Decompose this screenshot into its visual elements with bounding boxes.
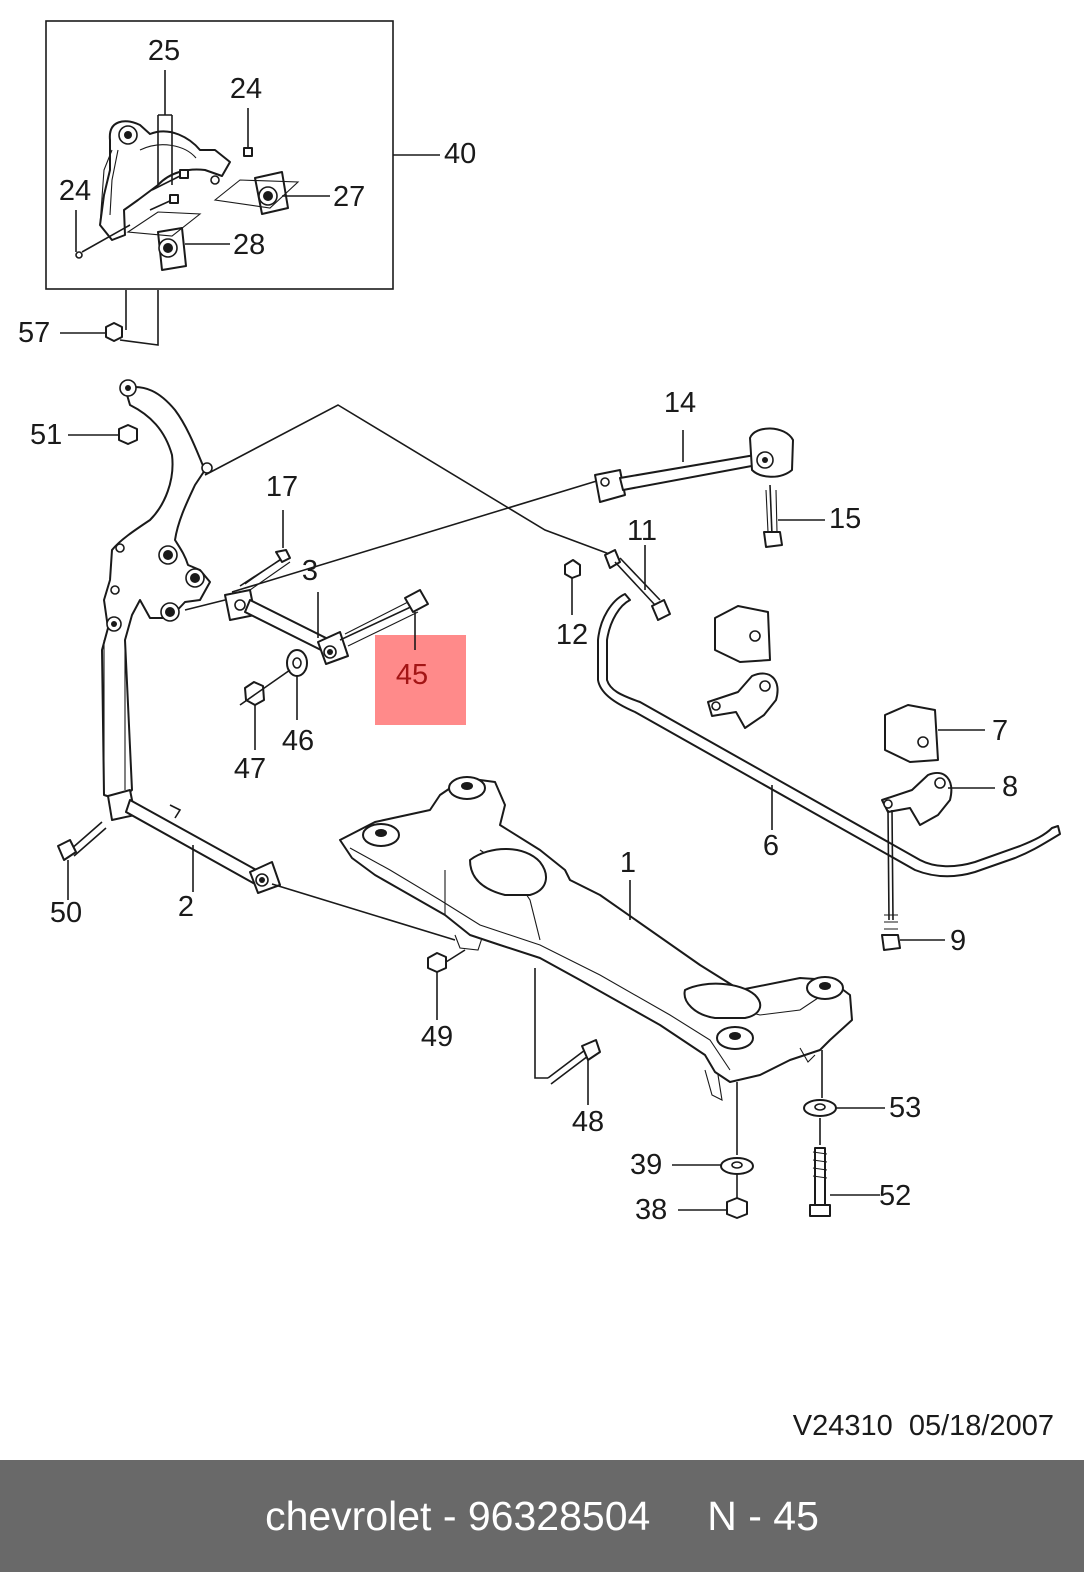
- crossmember-1: [339, 776, 853, 1101]
- nut-49: [427, 949, 466, 1020]
- nut-38: [678, 1174, 748, 1219]
- label-8: 8: [1002, 771, 1018, 803]
- label-50: 50: [50, 897, 82, 929]
- label-48: 48: [572, 1106, 604, 1138]
- bracket-upper: [707, 672, 779, 729]
- parts-diagram: 25 24 24 40 27 28 57 51 17 3 14 15 11 12…: [18, 20, 1061, 1226]
- label-12: 12: [556, 619, 588, 651]
- bushing-7: [884, 704, 985, 763]
- label-38: 38: [635, 1194, 667, 1226]
- label-45: 45: [396, 659, 428, 691]
- bushing-upper: [714, 605, 771, 663]
- label-6: 6: [763, 830, 779, 862]
- nut-47: [239, 669, 291, 750]
- label-53: 53: [889, 1092, 921, 1124]
- lateral-rod-2: [107, 789, 456, 941]
- label-15: 15: [829, 503, 861, 535]
- label-24-left: 24: [59, 175, 91, 207]
- trailing-arm-14: [594, 427, 794, 503]
- label-49: 49: [421, 1021, 453, 1053]
- label-11: 11: [627, 515, 657, 547]
- nut-51: [68, 424, 138, 445]
- washer-39: [672, 1082, 754, 1175]
- toe-link-3: [224, 589, 349, 665]
- bolt-52: [809, 1118, 880, 1217]
- label-27: 27: [333, 181, 365, 213]
- diagram-version: V24310 05/18/2007: [792, 1410, 1054, 1442]
- bolt-50: [57, 821, 107, 900]
- label-9: 9: [950, 925, 966, 957]
- highlight-box: [375, 612, 466, 725]
- stabilizer-link-11: [604, 545, 671, 621]
- stabilizer-bar-6: [597, 593, 1061, 878]
- washer-53: [803, 1050, 885, 1117]
- bolt-45: [339, 589, 429, 647]
- label-24-top: 24: [230, 73, 262, 105]
- washer-46: [286, 649, 308, 720]
- bracket-8: [881, 772, 995, 826]
- label-47: 47: [234, 753, 266, 785]
- label-52: 52: [879, 1180, 911, 1212]
- label-1: 1: [620, 847, 636, 879]
- footer-bar: chevrolet - 96328504 N - 45: [0, 1460, 1084, 1572]
- rear-knuckle: [101, 379, 226, 801]
- inset-knuckle-assembly: [45, 20, 440, 290]
- label-51: 51: [30, 419, 62, 451]
- nut-57: [105, 322, 123, 342]
- label-3: 3: [302, 555, 318, 587]
- bolt-17: [239, 510, 291, 591]
- label-40: 40: [444, 138, 476, 170]
- bolt-9: [881, 809, 945, 951]
- label-7: 7: [992, 715, 1008, 747]
- label-28: 28: [233, 229, 265, 261]
- label-2: 2: [178, 891, 194, 923]
- label-17: 17: [266, 471, 298, 503]
- nut-12: [564, 559, 581, 615]
- label-25: 25: [148, 35, 180, 67]
- label-46: 46: [282, 725, 314, 757]
- label-14: 14: [664, 387, 696, 419]
- bolt-48: [534, 968, 601, 1105]
- label-57: 57: [18, 317, 50, 349]
- label-39: 39: [630, 1149, 662, 1181]
- footer-part-info: chevrolet - 96328504 N - 45: [265, 1493, 819, 1539]
- bolt-15: [763, 484, 825, 548]
